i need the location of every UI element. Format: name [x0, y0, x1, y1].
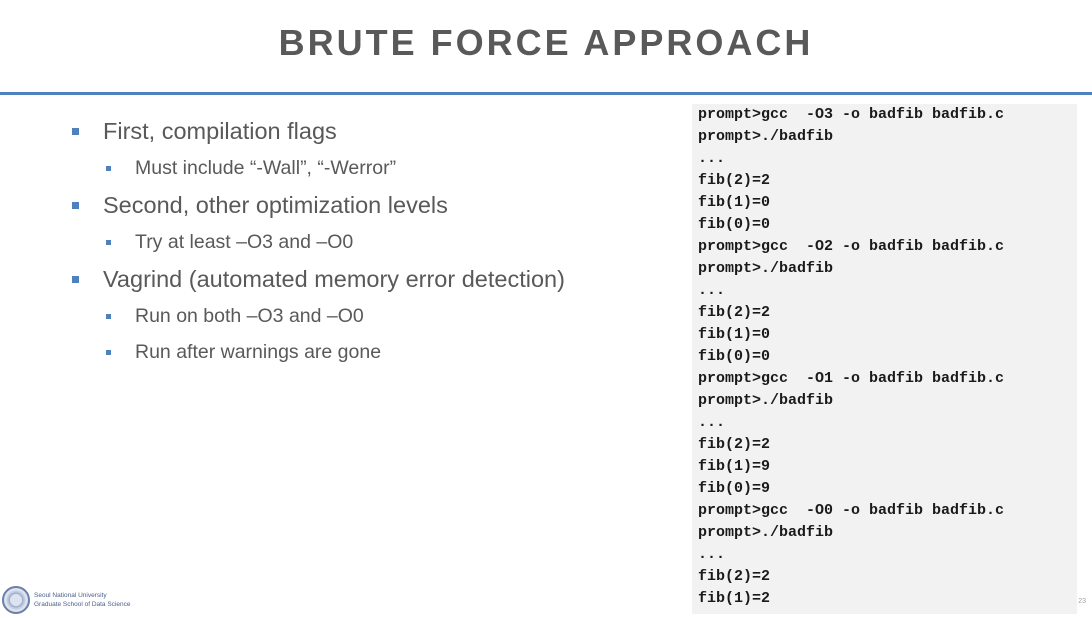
bullet-item: Second, other optimization levels	[72, 186, 682, 224]
terminal-line: fib(2)=2	[698, 304, 771, 321]
terminal-line: fib(1)=0	[698, 326, 771, 343]
terminal-line: ...	[698, 282, 726, 299]
terminal-line: ...	[698, 150, 726, 167]
sub-bullet-item: Run after warnings are gone	[72, 334, 682, 370]
terminal-line: fib(1)=0	[698, 194, 771, 211]
bullet-text: Vagrind (automated memory error detectio…	[103, 265, 565, 292]
bullet-text: Second, other optimization levels	[103, 191, 448, 218]
bullet-marker-icon	[106, 313, 111, 319]
bullet-text: First, compilation flags	[103, 117, 337, 144]
sub-bullet-text: Try at least –O3 and –O0	[135, 230, 354, 253]
sub-bullet-item: Run on both –O3 and –O0	[72, 298, 682, 334]
university-logo: Seoul National University Graduate Schoo…	[2, 586, 130, 614]
sub-bullet-item: Try at least –O3 and –O0	[72, 224, 682, 260]
terminal-line: ...	[698, 546, 726, 563]
terminal-line: fib(0)=0	[698, 216, 771, 233]
bullet-marker-icon	[72, 201, 79, 209]
terminal-line: fib(1)=2	[698, 590, 771, 607]
terminal-line: fib(2)=2	[698, 436, 771, 453]
bullet-marker-icon	[106, 239, 111, 245]
bullet-marker-icon	[106, 165, 111, 171]
terminal-line: prompt>gcc -O3 -o badfib badfib.c	[698, 106, 1005, 123]
footer-text: Seoul National University Graduate Schoo…	[34, 591, 130, 609]
terminal-line: prompt>./badfib	[698, 392, 834, 409]
bullet-list: First, compilation flags Must include “-…	[72, 112, 682, 370]
sub-bullet-text: Must include “-Wall”, “-Werror”	[135, 156, 397, 179]
bullet-item: First, compilation flags	[72, 112, 682, 150]
terminal-line: fib(2)=2	[698, 568, 771, 585]
sub-bullet-text: Run on both –O3 and –O0	[135, 304, 364, 327]
terminal-line: ...	[698, 414, 726, 431]
title-divider	[0, 92, 1092, 95]
terminal-line: prompt>gcc -O1 -o badfib badfib.c	[698, 370, 1005, 387]
footer-university-name: Seoul National University	[34, 592, 107, 599]
university-seal-icon	[2, 586, 30, 614]
terminal-line: fib(1)=9	[698, 458, 771, 475]
terminal-line: fib(2)=2	[698, 172, 771, 189]
terminal-line: prompt>gcc -O2 -o badfib badfib.c	[698, 238, 1005, 255]
bullet-marker-icon	[72, 127, 79, 135]
terminal-line: prompt>./badfib	[698, 524, 834, 541]
bullet-marker-icon	[72, 275, 79, 283]
terminal-line: fib(0)=0	[698, 348, 771, 365]
sub-bullet-item: Must include “-Wall”, “-Werror”	[72, 150, 682, 186]
terminal-line: prompt>gcc -O0 -o badfib badfib.c	[698, 502, 1005, 519]
terminal-output: prompt>gcc -O3 -o badfib badfib.c prompt…	[692, 104, 1077, 614]
terminal-line: prompt>./badfib	[698, 128, 834, 145]
slide-title: BRUTE FORCE APPROACH	[278, 22, 814, 63]
bullet-marker-icon	[106, 349, 111, 355]
footer-school-name: Graduate School of Data Science	[34, 601, 131, 608]
terminal-line: fib(0)=9	[698, 480, 771, 497]
sub-bullet-text: Run after warnings are gone	[135, 340, 382, 363]
bullet-item: Vagrind (automated memory error detectio…	[72, 260, 682, 298]
page-number: 23	[1078, 598, 1086, 605]
terminal-line: prompt>./badfib	[698, 260, 834, 277]
